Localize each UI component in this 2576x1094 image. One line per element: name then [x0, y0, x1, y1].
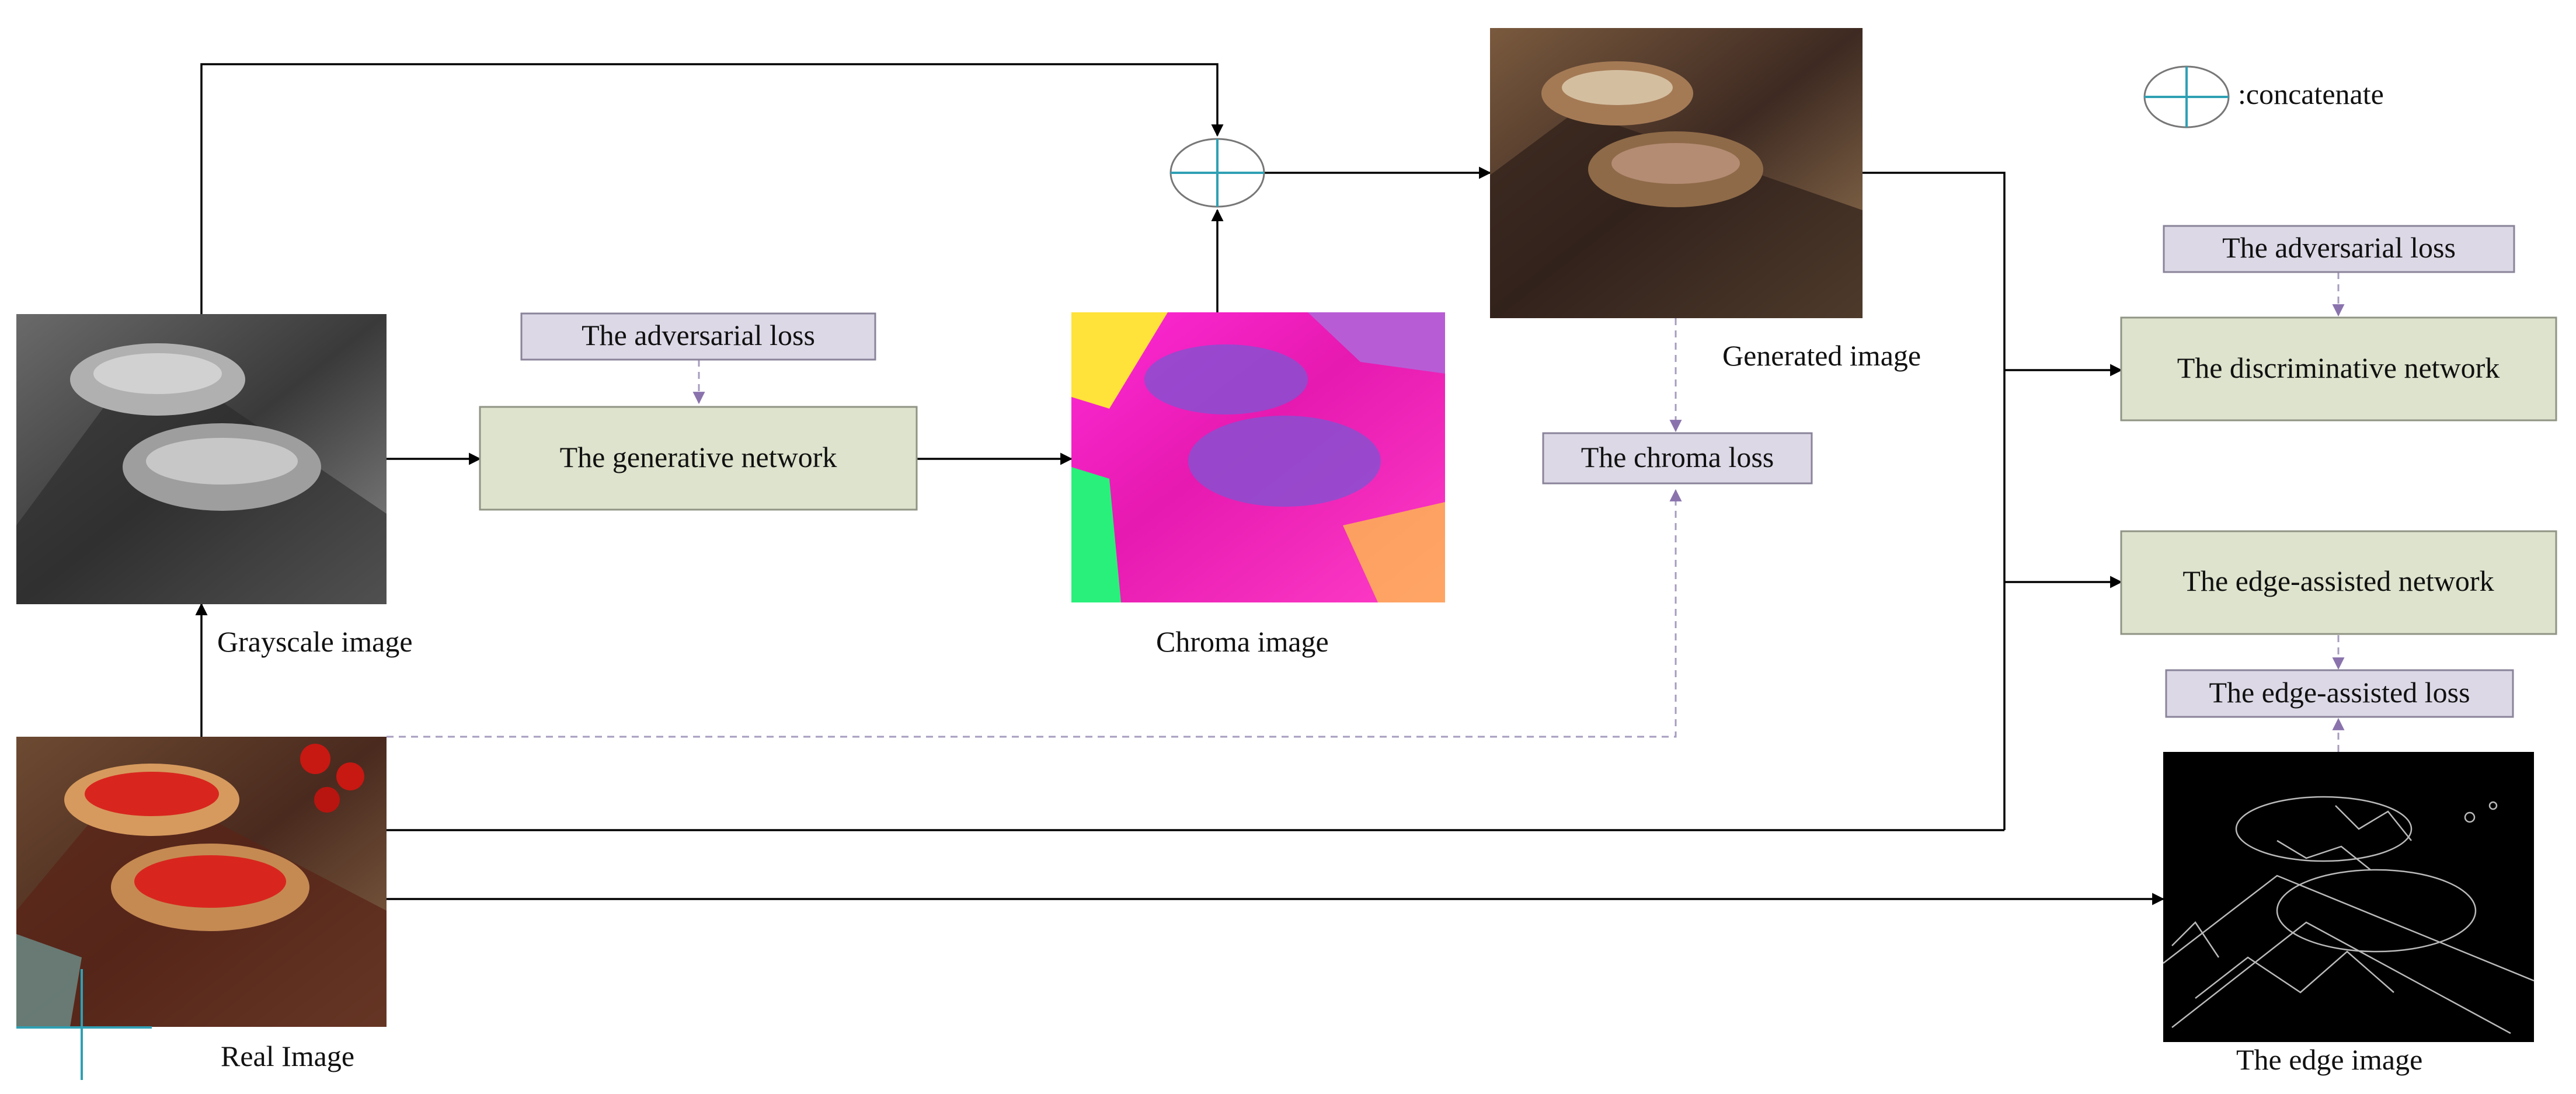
edge-caption: The edge image [2236, 1043, 2422, 1076]
generative-network-box [479, 406, 918, 511]
legend-concatenate-icon [2143, 65, 2230, 128]
adversarial-loss-box-gen [520, 312, 876, 361]
real-to-chroma-loss-arrow [387, 489, 1682, 738]
chroma-caption: Chroma image [1156, 625, 1329, 658]
edge-assisted-network-box [2120, 530, 2557, 635]
edge-assisted-network-label: The edge-assisted network [2182, 565, 2494, 597]
real-image [16, 737, 387, 1027]
adversarial-loss-box-disc [2163, 225, 2515, 273]
real-caption: Real Image [221, 1040, 354, 1072]
chroma-image [1071, 312, 1445, 602]
grayscale-to-concat-arrow [200, 63, 1224, 314]
generative-network-label: The generative network [560, 441, 837, 473]
grayscale-image [16, 314, 387, 604]
grayscale-caption: Grayscale image [217, 625, 413, 658]
edge-assisted-loss-box [2165, 669, 2514, 718]
edge-image [2163, 752, 2535, 1042]
chroma-loss-box [1542, 432, 1813, 485]
edge-assisted-loss-label: The edge-assisted loss [2209, 676, 2470, 709]
adversarial-loss-label-gen: The adversarial loss [582, 319, 815, 351]
loss-arrows [387, 272, 2345, 752]
generated-caption: Generated image [1722, 339, 1921, 372]
discriminative-network-box [2120, 316, 2557, 421]
adversarial-loss-label-disc: The adversarial loss [2222, 231, 2456, 264]
generated-bus-line [1863, 172, 2006, 830]
chroma-loss-label: The chroma loss [1581, 441, 1774, 473]
connectors [195, 63, 2165, 905]
generated-image [1490, 28, 1863, 318]
concatenate-icon [1169, 138, 1265, 208]
discriminative-network-label: The discriminative network [2177, 351, 2500, 384]
legend-concatenate-label: :concatenate [2238, 78, 2384, 110]
